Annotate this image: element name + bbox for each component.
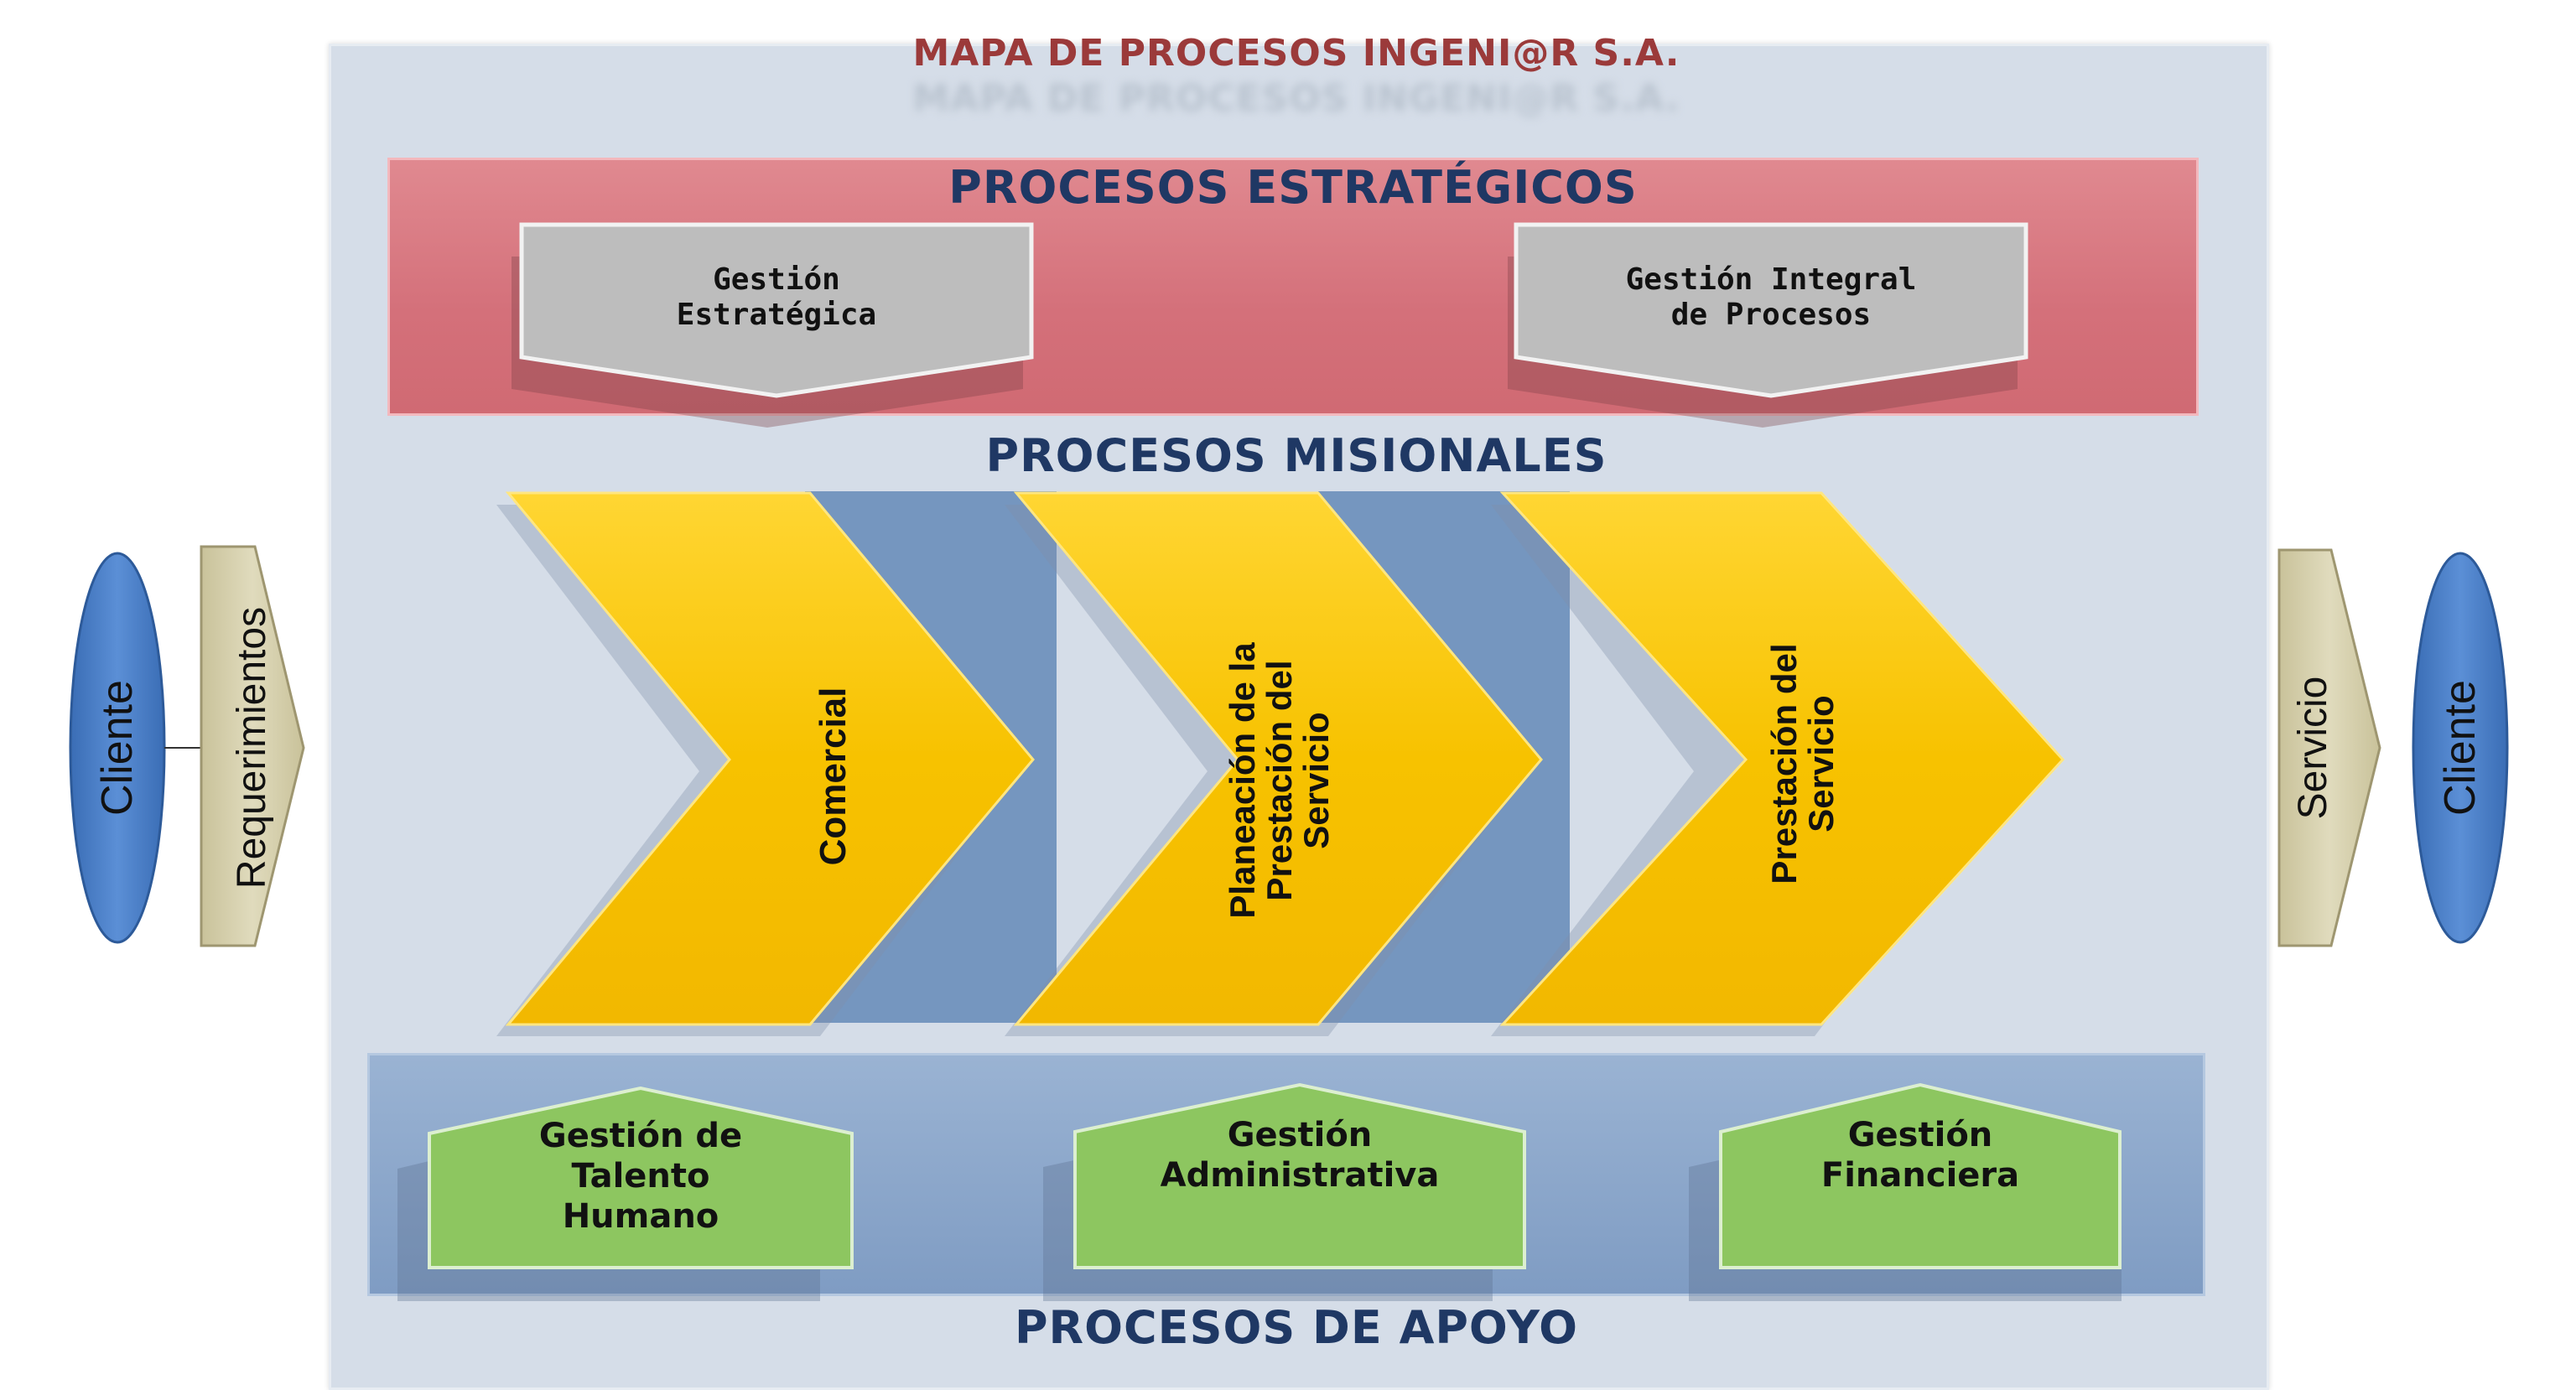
support-box-administrativa[interactable] [1073,1082,1526,1269]
support-label-1: Gestión Administrativa [1160,1116,1440,1195]
strategic-title: PROCESOS ESTRATÉGICOS [948,161,1638,214]
support-box-financiera[interactable] [1719,1082,2122,1269]
client-ellipse-right[interactable] [2412,552,2509,944]
servicio-arrow[interactable] [2277,548,2381,947]
map-title-shadow: MAPA DE PROCESOS INGENI@R S.A. [912,77,1680,120]
strategic-label-1: Gestión Integral de Procesos [1625,262,1917,332]
client-label-right: Cliente [2436,680,2485,816]
map-title: MAPA DE PROCESOS INGENI@R S.A. [912,32,1680,75]
requerimientos-arrow[interactable] [200,545,305,947]
strategic-label-0: Gestión Estratégica [676,262,877,332]
missional-title: PROCESOS MISIONALES [985,429,1607,482]
servicio-label: Servicio [2290,676,2335,820]
support-box-talento-humano[interactable] [428,1086,854,1269]
requerimientos-label: Requerimientos [229,606,274,889]
support-label-0: Gestión de Talento Humano [538,1117,743,1236]
support-label-2: Gestión Financiera [1820,1116,2020,1195]
chevron-comercial[interactable] [505,491,1035,1026]
chevron-planeacion[interactable] [1013,491,1543,1026]
chevron-prestacion[interactable] [1499,491,2065,1026]
client-label-left: Cliente [93,680,142,816]
support-title: PROCESOS DE APOYO [1014,1301,1578,1354]
